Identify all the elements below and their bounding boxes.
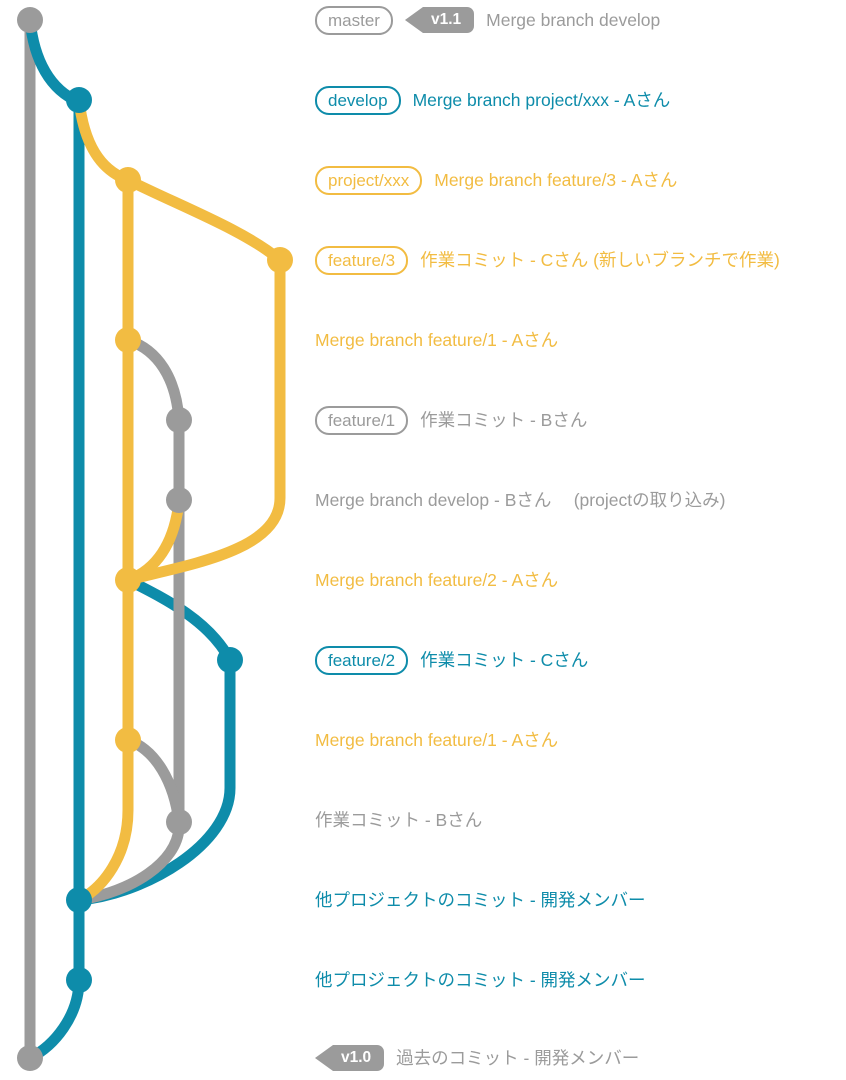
commit-row: Merge branch develop - Bさん (projectの取り込み… — [315, 484, 725, 516]
commit-message: 他プロジェクトのコミット - 開発メンバー — [315, 889, 646, 910]
commit-row: 他プロジェクトのコミット - 開発メンバー — [315, 884, 646, 916]
develop-line — [24, 14, 85, 1064]
project-line — [73, 94, 134, 906]
commit-row: feature/3 作業コミット - Cさん (新しいブランチで作業) — [315, 244, 780, 276]
commit-node — [166, 407, 192, 433]
commit-node — [17, 7, 43, 33]
commit-message: Merge branch feature/3 - Aさん — [434, 169, 678, 190]
commit-node — [66, 887, 92, 913]
commit-message: Merge branch project/xxx - Aさん — [412, 89, 671, 110]
commit-message: 作業コミット - Cさん — [420, 649, 589, 670]
commit-row: develop Merge branch project/xxx - Aさん — [315, 84, 670, 116]
commit-node — [115, 567, 141, 593]
commit-row: feature/1 作業コミット - Bさん — [315, 404, 587, 436]
feature3-line — [122, 174, 286, 586]
commit-row: v1.0 過去のコミット - 開発メンバー — [315, 1042, 639, 1074]
branch-badge-feature-2: feature/2 — [315, 645, 409, 675]
commit-message: Merge branch develop - Bさん (projectの取り込み… — [315, 489, 726, 510]
branch-badge-project-xxx: project/xxx — [315, 165, 423, 195]
commit-node — [166, 809, 192, 835]
commit-node — [115, 167, 141, 193]
commit-message: 他プロジェクトのコミット - 開発メンバー — [315, 969, 646, 990]
branch-badge-feature-3: feature/3 — [315, 245, 409, 275]
commit-row: project/xxx Merge branch feature/3 - Aさん — [315, 164, 677, 196]
commit-node — [66, 967, 92, 993]
commit-node — [267, 247, 293, 273]
commit-message: Merge branch feature/2 - Aさん — [315, 569, 559, 590]
commit-message: 作業コミット - Bさん — [420, 409, 588, 430]
commit-message: Merge branch feature/1 - Aさん — [315, 729, 559, 750]
version-tag-v1-0: v1.0 — [315, 1045, 385, 1071]
commit-row: feature/2 作業コミット - Cさん — [315, 644, 588, 676]
commit-row: Merge branch feature/2 - Aさん — [315, 564, 558, 596]
commit-row: 作業コミット - Bさん — [315, 804, 482, 836]
branch-badge-feature-1: feature/1 — [315, 405, 409, 435]
commit-node — [66, 87, 92, 113]
commit-row: 他プロジェクトのコミット - 開発メンバー — [315, 964, 646, 996]
commit-node — [115, 727, 141, 753]
commit-message: 過去のコミット - 開発メンバー — [396, 1047, 640, 1068]
commit-node — [17, 1045, 43, 1071]
commit-message: 作業コミット - Cさん (新しいブランチで作業) — [420, 249, 780, 270]
commit-message: Merge branch feature/1 - Aさん — [315, 329, 559, 350]
commit-message: Merge branch develop — [486, 9, 661, 30]
commit-row: Merge branch feature/1 - Aさん — [315, 724, 558, 756]
branch-badge-master: master — [315, 5, 393, 35]
commit-row: Merge branch feature/1 - Aさん — [315, 324, 558, 356]
commit-node — [115, 327, 141, 353]
commit-message: 作業コミット - Bさん — [315, 809, 483, 830]
commit-node — [217, 647, 243, 673]
version-tag-v1-1: v1.1 — [404, 7, 475, 33]
commit-row: master v1.1 Merge branch develop — [315, 4, 660, 36]
commit-node — [166, 487, 192, 513]
branch-badge-develop: develop — [315, 85, 401, 115]
